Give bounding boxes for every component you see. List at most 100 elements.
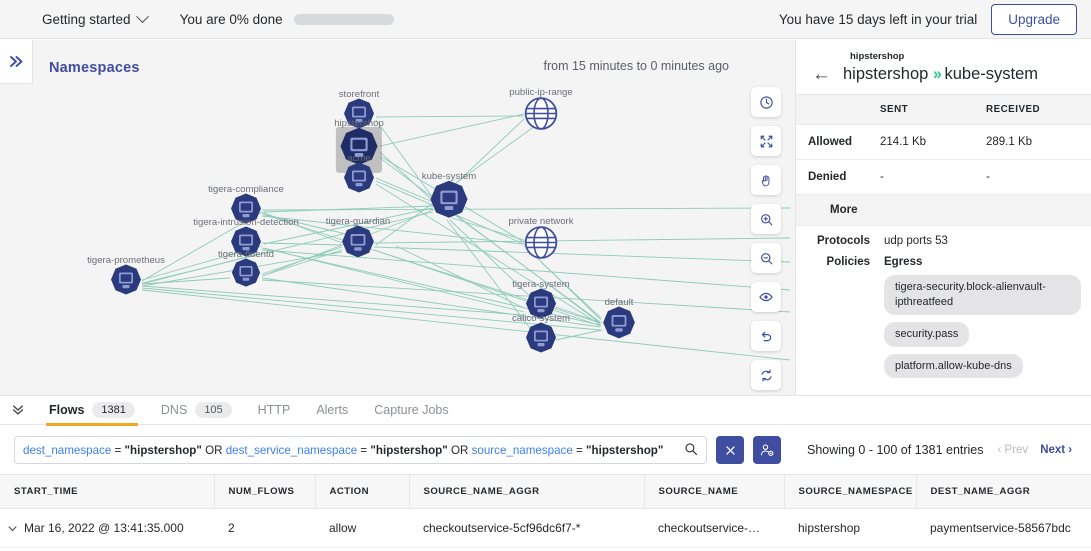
graph-node-tigera-prometheus[interactable] [109, 264, 143, 303]
tab-alerts[interactable]: Alerts [303, 396, 361, 425]
detail-panel: hipstershop ← hipstershop ›› kube-system… [795, 40, 1091, 395]
policies-row: Policies Egress tigera-security.block-al… [796, 247, 1091, 379]
detail-title: hipstershop ›› kube-system [843, 65, 1038, 84]
policy-pill[interactable]: tigera-security.block-alienvault-ipthrea… [884, 275, 1081, 315]
next-page-button[interactable]: Next › [1040, 444, 1073, 456]
double-chevron-down-icon [12, 405, 24, 415]
column-header-num_flows[interactable]: NUM_FLOWS [214, 474, 316, 509]
search-input[interactable]: dest_namespace = "hipstershop" OR dest_s… [14, 436, 707, 464]
column-header-source_name_aggr[interactable]: SOURCE_NAME_AGGR [409, 474, 645, 509]
column-header-source_namespace[interactable]: SOURCE_NAMESPACE [784, 474, 917, 509]
query-token-val: "hipstershop" [586, 443, 664, 457]
tab-label: Flows [49, 403, 85, 417]
cell-start_time: Mar 16, 2022 @ 13:41:35.000 [24, 521, 184, 535]
graph-node-tigera-fluentd[interactable] [230, 258, 262, 295]
close-x-icon [725, 445, 735, 455]
graph-node-calico-system[interactable] [524, 322, 558, 361]
sidebar-expand-button[interactable] [0, 40, 33, 84]
undo-icon[interactable] [751, 321, 781, 351]
sent-value: - [880, 159, 986, 195]
tab-http[interactable]: HTTP [245, 396, 304, 425]
graph-node-default[interactable] [601, 306, 637, 347]
policy-pill[interactable]: security.pass [884, 321, 970, 347]
zoom-in-icon[interactable] [751, 204, 781, 234]
received-value: 289.1 Kb [986, 124, 1091, 160]
query-token-val: "hipstershop" [124, 443, 202, 457]
col-received: RECEIVED [986, 94, 1091, 125]
query-tokens: dest_namespace = "hipstershop" OR dest_s… [23, 444, 663, 457]
cell-action: allow [315, 508, 409, 548]
chevron-down-icon[interactable] [8, 523, 24, 535]
cell-source_name: checkoutservice-… [644, 508, 784, 548]
eye-icon[interactable] [751, 282, 781, 312]
graph-title: Namespaces [49, 60, 140, 76]
row-label: Allowed [796, 124, 880, 160]
search-icon[interactable] [684, 442, 698, 459]
zoom-out-icon[interactable] [751, 243, 781, 273]
cell-num_flows: 2 [214, 508, 315, 548]
query-token-op: = [357, 443, 371, 457]
more-label[interactable]: More [796, 194, 880, 226]
policies-direction: Egress [884, 256, 923, 268]
table-header-row: SENT RECEIVED [796, 94, 1091, 125]
column-header-action[interactable]: ACTION [315, 474, 410, 509]
tab-badge: 1381 [92, 402, 135, 418]
expand-icon[interactable] [751, 126, 781, 156]
traffic-summary-table: SENT RECEIVED Allowed 214.1 Kb 289.1 Kb … [796, 94, 1091, 226]
column-header-source_name[interactable]: SOURCE_NAME [644, 474, 785, 509]
graph-node-kube-system[interactable] [428, 180, 470, 227]
tab-label: DNS [160, 403, 188, 417]
more-section-header: More [796, 194, 1091, 226]
query-token-op: = [111, 443, 125, 457]
policy-pill[interactable]: platform.allow-kube-dns [884, 353, 1023, 379]
protocols-label: Protocols [816, 235, 870, 247]
protocols-value: udp ports 53 [884, 235, 948, 247]
tab-label: Capture Jobs [374, 403, 449, 417]
cell-source_name_aggr: checkoutservice-5cf96dc6f7-* [409, 508, 644, 548]
getting-started-menu[interactable]: Getting started [42, 9, 149, 27]
policies-label: Policies [826, 256, 870, 268]
graph-node-tigera-compliance[interactable] [229, 193, 263, 232]
column-header-start_time[interactable]: START_TIME [0, 474, 215, 509]
policy-list: tigera-security.block-alienvault-ipthrea… [884, 275, 1081, 379]
graph-node-acme[interactable] [342, 162, 376, 201]
search-row: dest_namespace = "hipstershop" OR dest_s… [0, 425, 1091, 474]
clock-icon[interactable] [751, 87, 781, 117]
graph-toolbar[interactable] [751, 87, 781, 390]
service-graph-panel[interactable]: Namespaces from 15 minutes to 0 minutes … [0, 40, 795, 395]
detail-source: hipstershop [843, 65, 929, 83]
graph-node-storefront[interactable] [342, 98, 376, 137]
pagination[interactable]: ‹ Prev Next › [998, 444, 1073, 456]
tab-flows[interactable]: Flows 1381 [36, 396, 148, 426]
cell-source_namespace: hipstershop [784, 508, 916, 548]
graph-node-tigera-guardian[interactable] [340, 225, 376, 266]
graph-node-tigera-system[interactable] [524, 288, 558, 327]
filter-settings-button[interactable] [753, 436, 781, 464]
chevron-down-icon [135, 9, 149, 23]
graph-node-public-ip-range[interactable] [523, 96, 559, 137]
query-token-field: dest_namespace [23, 443, 112, 457]
graph-node-tigera-intrusion-detection[interactable] [229, 226, 263, 265]
graph-node-hipstershop[interactable] [338, 127, 380, 174]
graph-node-private-network[interactable] [523, 225, 559, 266]
collapse-panel-button[interactable] [0, 404, 36, 416]
table-row-allowed: Allowed 214.1 Kb 289.1 Kb [796, 124, 1091, 160]
protocols-row: Protocols udp ports 53 [796, 226, 1091, 247]
clear-search-button[interactable] [716, 436, 744, 464]
column-header-dest_name_aggr[interactable]: DEST_NAME_AGGR [916, 474, 1091, 509]
col-sent: SENT [880, 94, 986, 125]
refresh-icon[interactable] [751, 360, 781, 390]
back-arrow-icon[interactable]: ← [812, 64, 831, 85]
hand-icon[interactable] [751, 165, 781, 195]
tab-capture-jobs[interactable]: Capture Jobs [361, 396, 461, 425]
upgrade-button[interactable]: Upgrade [991, 3, 1077, 35]
prev-page-button[interactable]: ‹ Prev [997, 444, 1029, 456]
received-value: - [986, 159, 1091, 195]
